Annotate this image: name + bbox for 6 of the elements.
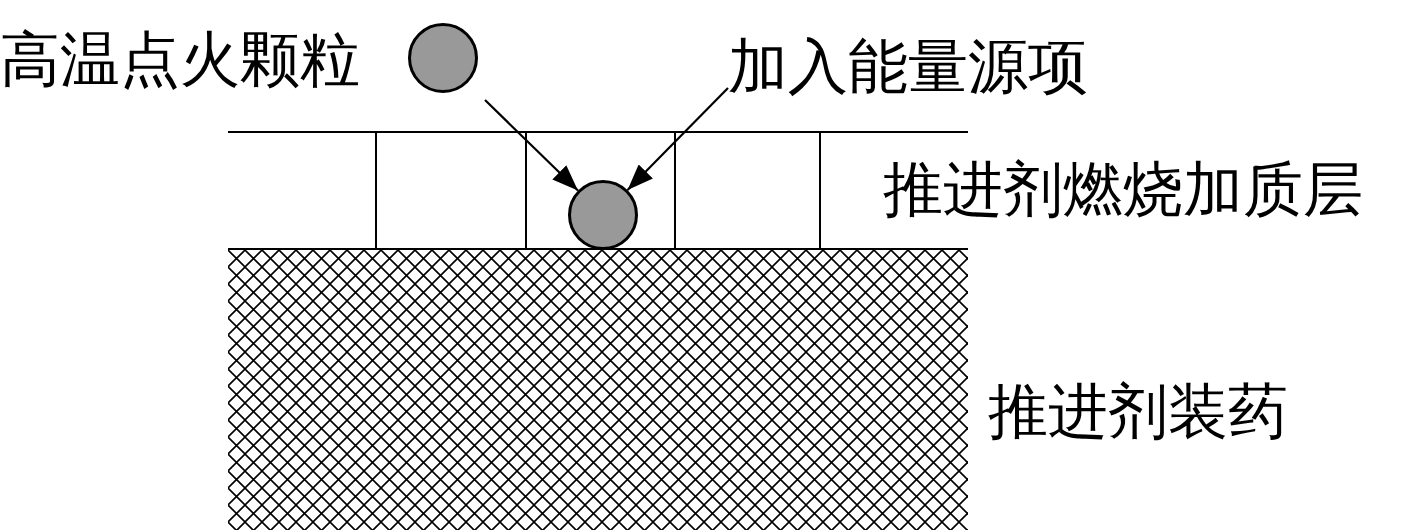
particle-label: 高温点火颗粒 xyxy=(0,23,360,95)
arrow xyxy=(626,87,729,191)
arrow xyxy=(484,99,579,192)
callout-text: 加入能量源项 xyxy=(728,30,1088,102)
block-label: 推进剂装药 xyxy=(988,375,1288,447)
layer-label: 推进剂燃烧加质层 xyxy=(883,153,1363,225)
